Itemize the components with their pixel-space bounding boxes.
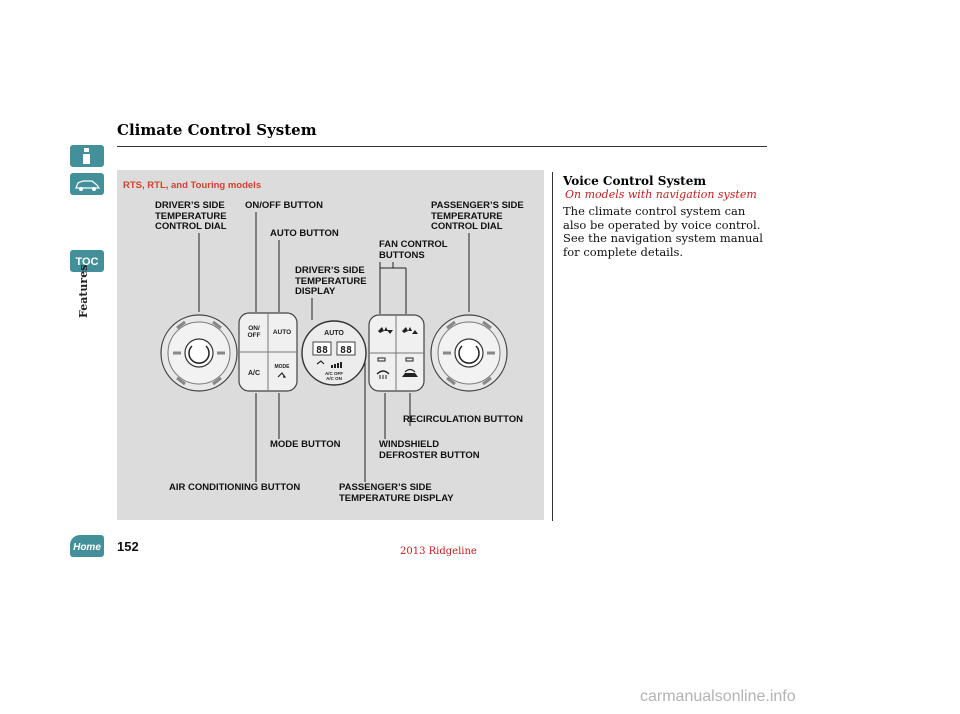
passengers-dial-label: PASSENGER’S SIDE TEMPERATURE CONTROL DIA… — [431, 200, 524, 232]
recirculation-icon — [402, 373, 418, 377]
on-off-label: ON/OFF BUTTON — [245, 200, 323, 211]
section-side-label: Features — [64, 240, 90, 360]
ac-button[interactable]: A/C — [248, 370, 260, 377]
svg-text:TOC: TOC — [75, 256, 98, 268]
passengers-temperature-dial[interactable] — [430, 314, 508, 392]
section-body: The climate control system can also be o… — [563, 204, 768, 259]
car-icon — [75, 180, 101, 191]
climate-control-figure: RTS, RTL, and Touring models DRIVER’S SI… — [117, 170, 544, 520]
home-icon: Home — [73, 542, 101, 553]
page-title: Climate Control System — [117, 121, 317, 139]
svg-text:AUTO: AUTO — [324, 330, 344, 337]
model-footer: 2013 Ridgeline — [400, 546, 477, 557]
fan-up-button[interactable] — [402, 327, 418, 334]
windshield-label: WINDSHIELD DEFROSTER BUTTON — [379, 439, 480, 461]
paragraph-navigation-manual: See the navigation system manual for com… — [563, 231, 763, 259]
on-off-button[interactable]: ON/ OFF — [248, 325, 261, 339]
svg-text:A/C OFF: A/C OFF — [325, 371, 343, 376]
fan-down-icon — [378, 327, 388, 333]
section-title: Voice Control System — [563, 174, 707, 188]
info-icon — [83, 148, 90, 164]
section-subtitle: On models with navigation system — [565, 188, 757, 201]
drivers-temp-digits: 88 — [316, 345, 328, 356]
ac-label: AIR CONDITIONING BUTTON — [169, 482, 301, 493]
auto-button[interactable]: AUTO — [273, 329, 291, 336]
svg-text:Home: Home — [73, 542, 101, 553]
mode-label: MODE BUTTON — [270, 439, 341, 450]
paragraph-voice-control: The climate control system can also be o… — [563, 204, 761, 232]
mode-button[interactable]: MODE — [275, 364, 291, 378]
auto-label: AUTO BUTTON — [270, 228, 339, 239]
windshield-defroster-button[interactable] — [376, 357, 390, 379]
drivers-display-label: DRIVER’S SIDE TEMPERATURE DISPLAY — [295, 265, 367, 297]
svg-text:ON/: ON/ — [248, 325, 260, 332]
defroster-icon — [376, 370, 390, 375]
fan-label: FAN CONTROL BUTTONS — [379, 239, 448, 261]
svg-text:MODE: MODE — [275, 364, 291, 370]
svg-text:OFF: OFF — [248, 332, 261, 339]
drivers-temperature-dial[interactable] — [160, 314, 238, 392]
toc-button[interactable]: TOC — [70, 250, 104, 272]
figure-caption: RTS, RTL, and Touring models — [123, 180, 262, 191]
features-label: Features — [77, 264, 90, 318]
drivers-dial-label: DRIVER’S SIDE TEMPERATURE CONTROL DIAL — [155, 200, 227, 232]
fan-up-icon — [402, 327, 412, 333]
svg-text:A/C ON: A/C ON — [326, 376, 342, 381]
fan-down-button[interactable] — [378, 327, 393, 334]
watermark: carmanualsonline.info — [640, 688, 796, 705]
recirculation-label: RECIRCULATION BUTTON — [403, 414, 523, 425]
vehicle-index-button[interactable] — [70, 173, 104, 195]
mode-icon — [277, 372, 287, 378]
recirculation-button[interactable] — [402, 357, 418, 377]
info-index-button[interactable] — [70, 145, 104, 167]
page-number: 152 — [117, 539, 139, 554]
passengers-display-label: PASSENGER’S SIDE TEMPERATURE DISPLAY — [339, 482, 454, 504]
title-rule — [117, 146, 767, 147]
control-panel-drawing: ON/ OFF AUTO A/C MODE AUTO 88 88 A/C OFF… — [160, 212, 508, 482]
passengers-temp-digits: 88 — [340, 345, 352, 356]
temperature-display: AUTO 88 88 A/C OFF A/C ON — [301, 320, 367, 386]
column-divider — [552, 172, 553, 521]
toc-icon: TOC — [75, 256, 98, 268]
home-button[interactable]: Home — [70, 535, 104, 557]
